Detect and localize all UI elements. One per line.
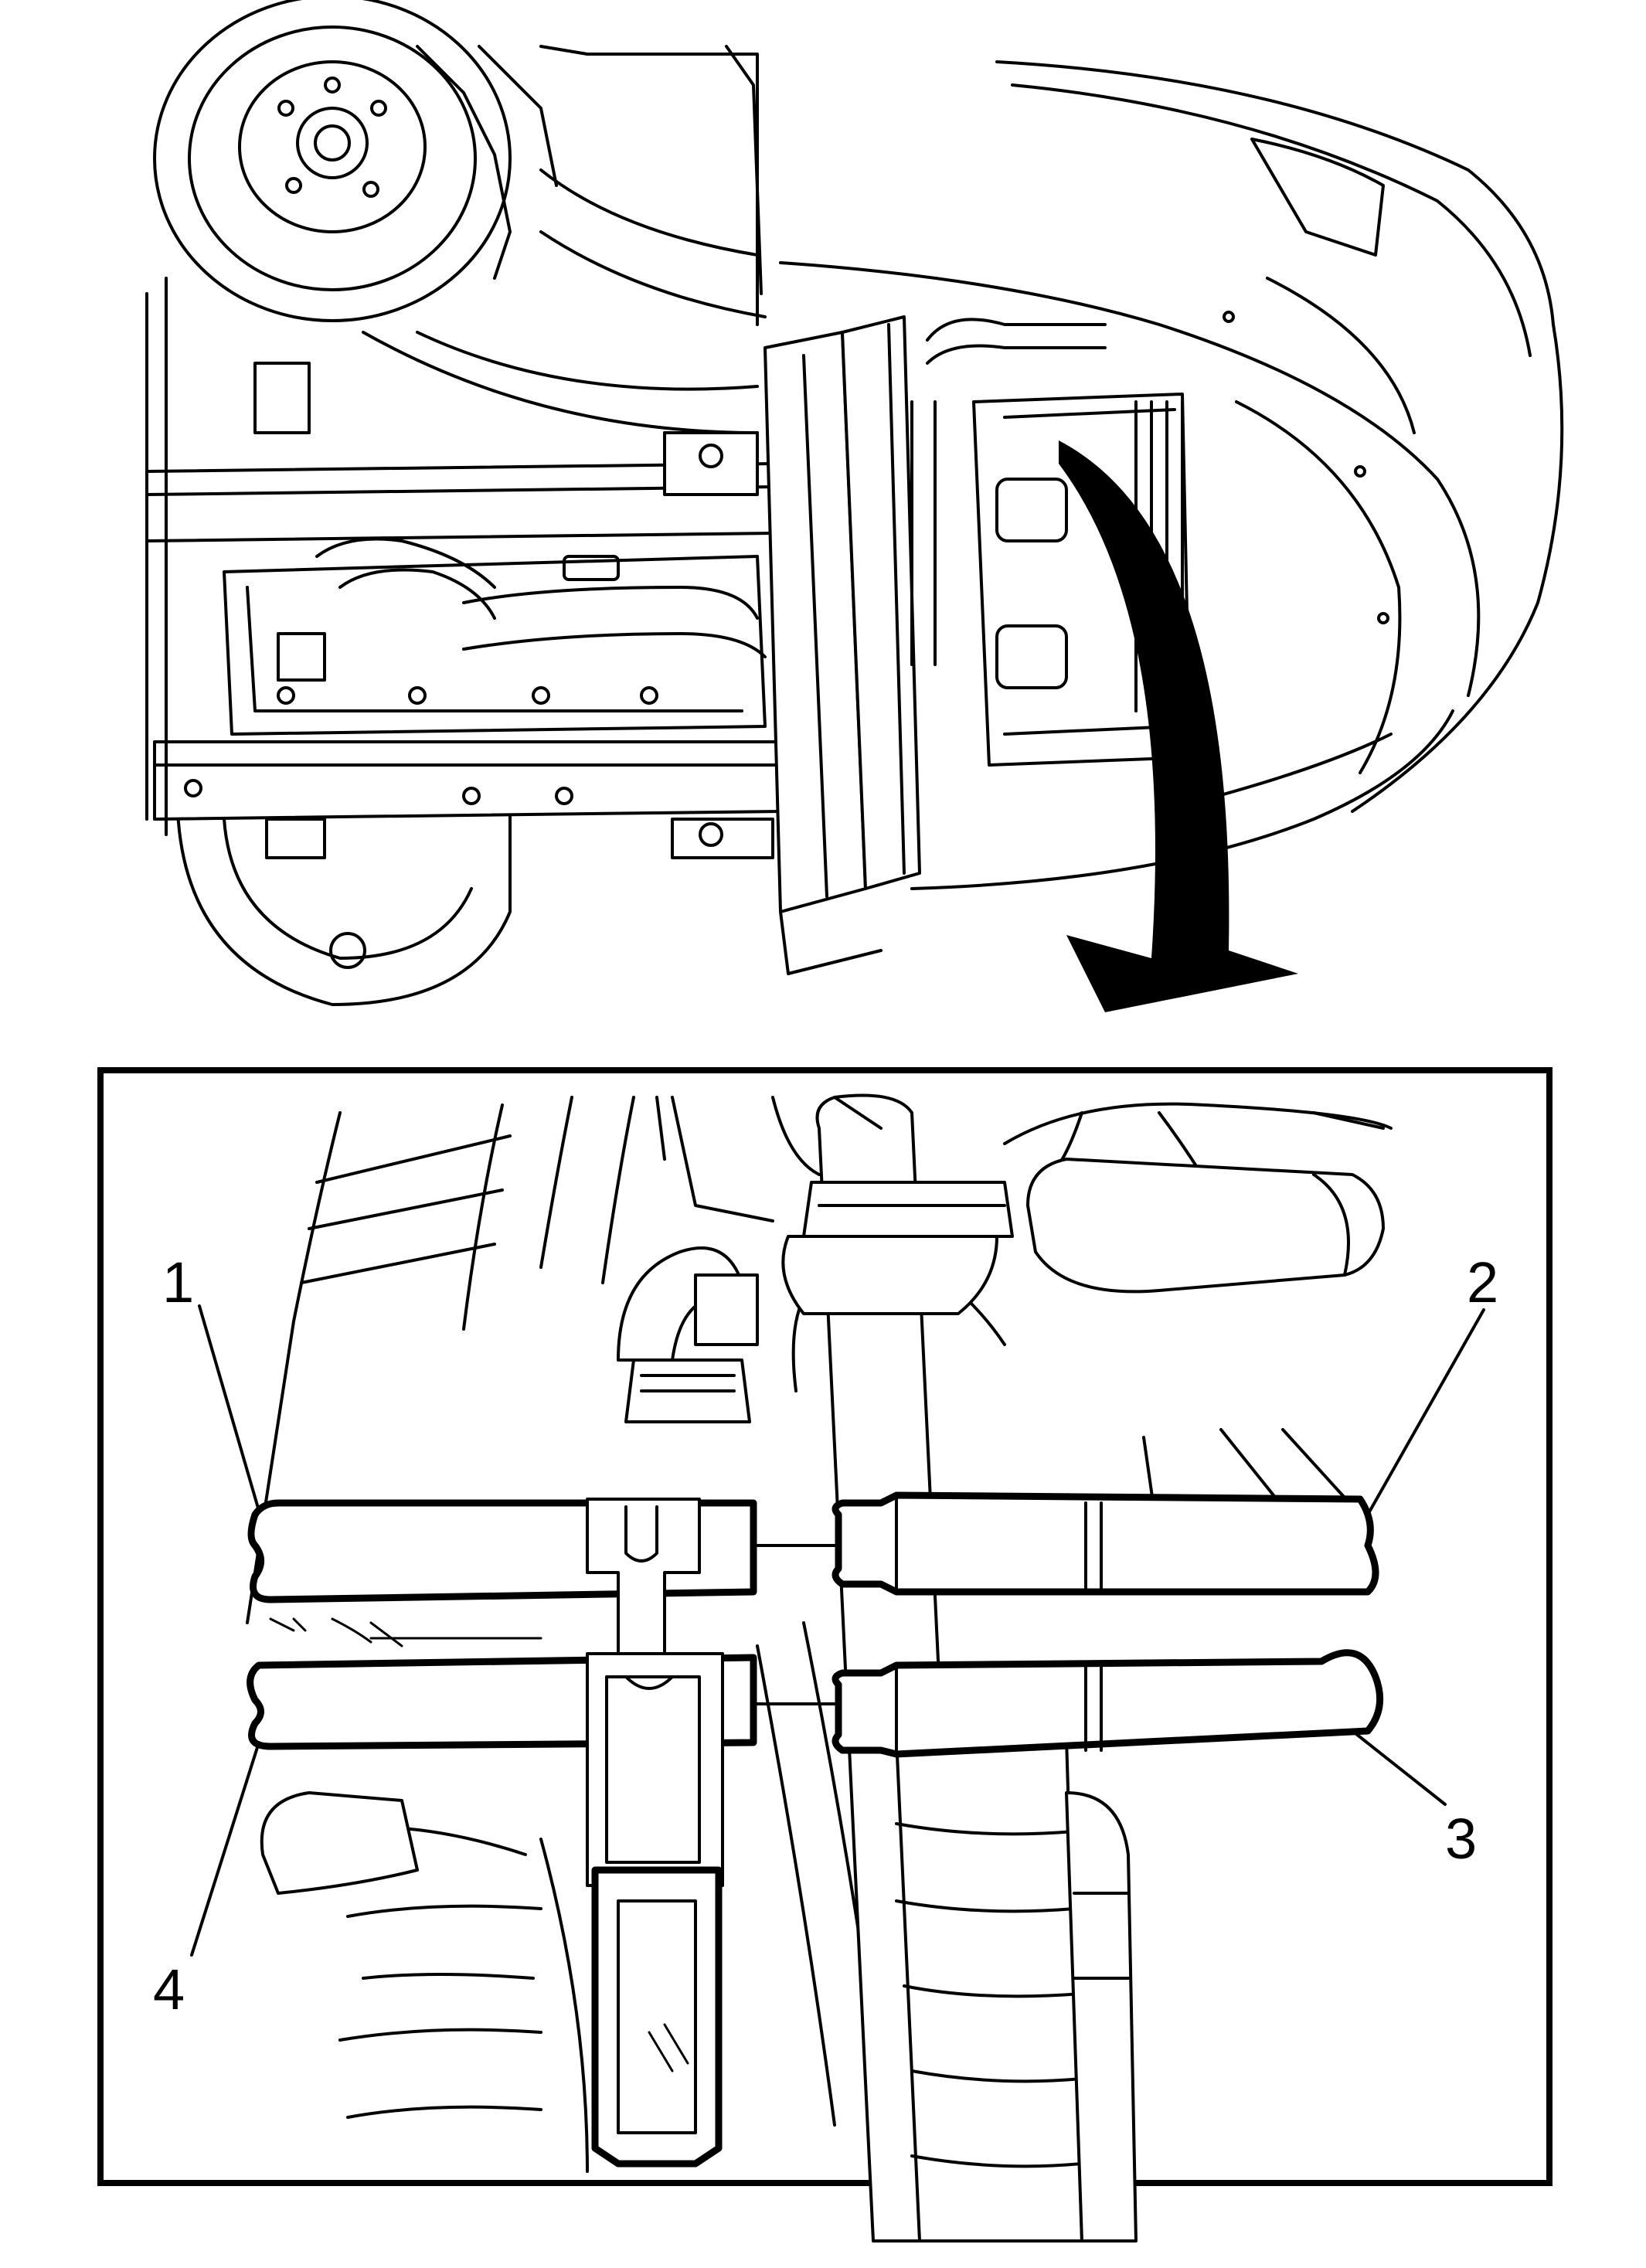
callout-4: 4	[153, 1957, 185, 2021]
radiator-support	[763, 315, 921, 975]
wheel-lower	[176, 810, 512, 1006]
callout-2: 2	[1467, 1250, 1498, 1314]
hose-elbow	[617, 1246, 759, 1423]
vehicle-underbody-overview	[145, 0, 1564, 1012]
lower-vertical-hose	[895, 1737, 1138, 2242]
quick-connect-bracket	[586, 1498, 724, 2168]
callout-1: 1	[162, 1250, 194, 1314]
hose-upper-right	[1003, 1102, 1393, 1294]
detail-inset: 1 2 3 4	[97, 1067, 1552, 2242]
wheel-hub-top	[153, 0, 512, 322]
leader-3	[1351, 1729, 1447, 1806]
callout-3: 3	[1445, 1807, 1477, 1871]
engine-oil-pan	[223, 537, 767, 736]
pipe-2	[832, 1491, 1379, 1596]
leader-1	[198, 1304, 260, 1512]
pipe-3	[832, 1649, 1384, 1758]
leader-2	[1366, 1308, 1485, 1516]
leader-4	[190, 1741, 260, 1957]
curved-arrow-icon	[1059, 440, 1298, 1012]
frame-rail-lower	[153, 740, 782, 821]
